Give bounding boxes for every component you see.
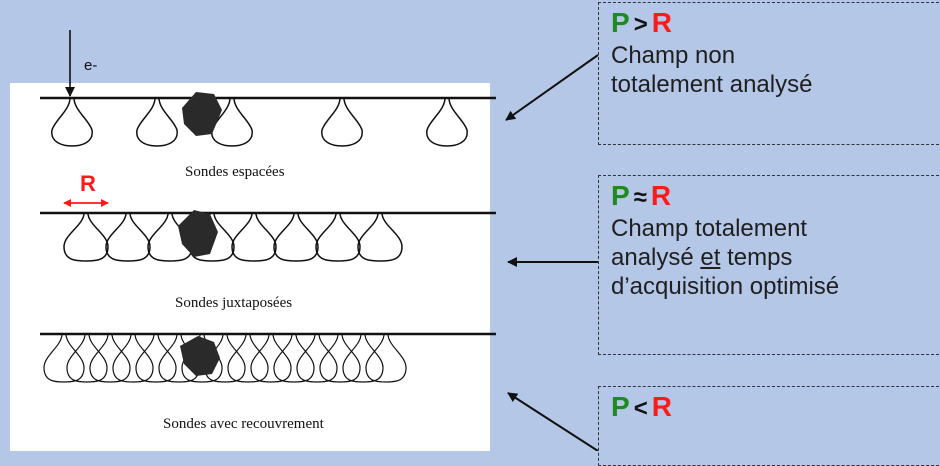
r-symbol: R <box>651 391 672 422</box>
pointer-arrow-3 <box>507 392 599 451</box>
condition-box-overlapping: P<R <box>598 386 940 466</box>
probe-spot <box>357 212 403 262</box>
relation-symbol: ≈ <box>633 184 647 211</box>
condition-header: P≈R <box>611 180 940 214</box>
description-line: totalement analysé <box>611 71 813 98</box>
probe-spot <box>315 212 361 262</box>
condition-header: P<R <box>611 391 940 425</box>
probe-spot <box>250 333 292 383</box>
r-symbol: R <box>651 7 672 38</box>
description-line: analysé et temps <box>611 244 793 271</box>
probe-spot <box>89 333 131 383</box>
relation-symbol: > <box>633 11 648 38</box>
probe-spot <box>273 333 315 383</box>
beam-label: e- <box>84 57 97 74</box>
probe-spot <box>227 333 269 383</box>
grain-1 <box>182 92 222 136</box>
grain-3 <box>180 336 220 376</box>
description-line: Champ non <box>611 42 736 69</box>
probe-spot <box>342 333 384 383</box>
condition-box-spaced: P>R Champ non totalement analysé <box>598 2 940 145</box>
probe-spot <box>63 212 109 262</box>
probe-spot <box>231 212 277 262</box>
probe-spot <box>66 333 108 383</box>
p-symbol: P <box>611 7 630 38</box>
diagram-canvas: e- Sondes espacées R Sondes juxtaposées … <box>10 30 599 451</box>
probe-spot <box>319 333 361 383</box>
probe-spot <box>365 333 407 383</box>
probe-spot <box>273 212 319 262</box>
probe-spot <box>105 212 151 262</box>
probe-spot <box>135 333 177 383</box>
p-symbol: P <box>611 180 630 211</box>
caption-overlapping: Sondes avec recouvrement <box>163 416 325 432</box>
caption-spaced: Sondes espacées <box>185 164 285 180</box>
figure-panel <box>10 83 490 451</box>
caption-juxtaposed: Sondes juxtaposées <box>175 295 292 311</box>
r-symbol: R <box>650 180 672 211</box>
r-marker: R <box>80 171 96 196</box>
p-symbol: P <box>611 391 630 422</box>
probe-spot <box>112 333 154 383</box>
description-line: Champ totalement <box>611 215 808 242</box>
grain-2 <box>178 210 218 257</box>
probe-spot <box>296 333 338 383</box>
pointer-arrow-1 <box>505 54 599 121</box>
relation-symbol: < <box>633 395 648 422</box>
condition-box-juxtaposed: P≈R Champ totalement analysé et temps d’… <box>598 175 940 355</box>
description-line: d’acquisition optimisé <box>611 273 840 300</box>
condition-header: P>R <box>611 7 940 41</box>
probe-spot <box>43 333 85 383</box>
